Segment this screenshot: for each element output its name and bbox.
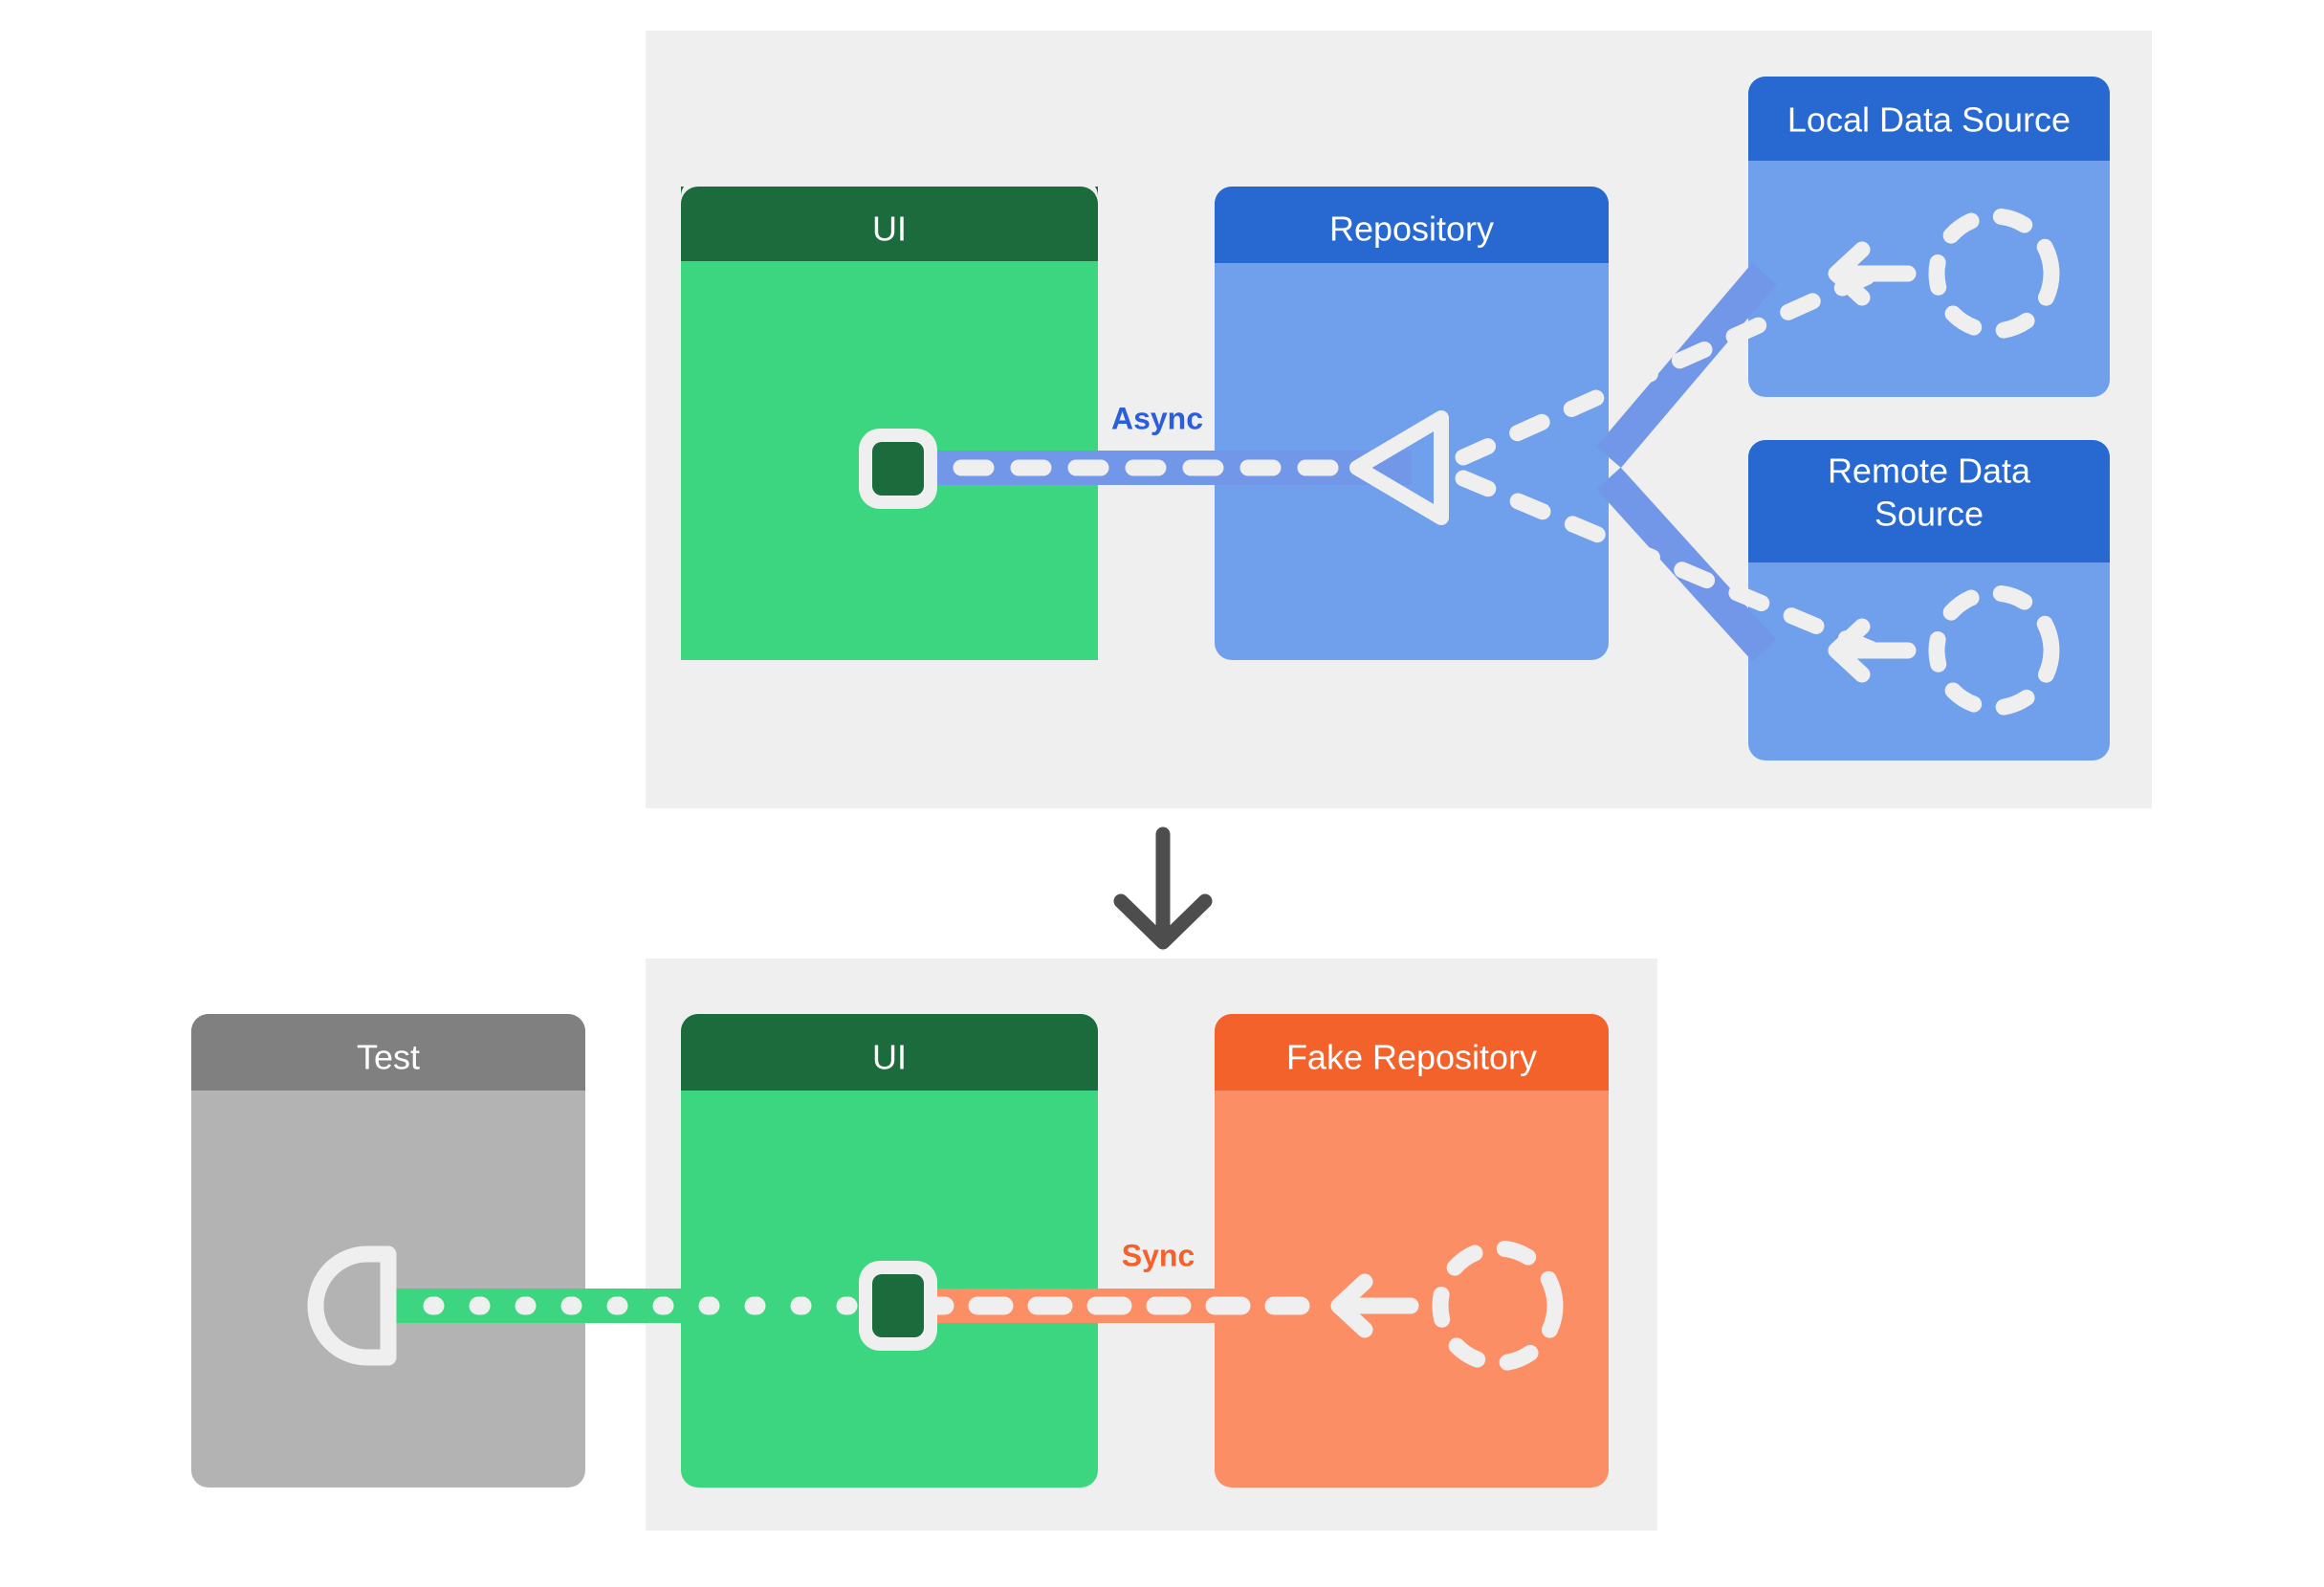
sync-label-backdrop (1105, 1229, 1210, 1283)
production-architecture-panel: UI Repository Local Data Source Remote D… (646, 31, 2152, 808)
async-label-backdrop (1100, 390, 1215, 446)
dashed-circle-icon-local (1928, 208, 2060, 340)
arrow-left-icon-remote (1828, 618, 1917, 683)
card-remote-title-line1: Remote Data (1828, 452, 2031, 491)
card-repository-header-bg (1215, 187, 1609, 263)
connector-repository-to-local-dashes (1455, 265, 1883, 466)
test-architecture-panel: Test UI Fake Repository (191, 959, 1657, 1531)
remote-data-source-icons (1828, 584, 2060, 716)
dashed-circle-icon-remote (1928, 584, 2060, 716)
card-test-title: Test (357, 1038, 420, 1077)
flow-arrow-shape (1113, 827, 1213, 950)
card-fake-repository-title: Fake Repository (1286, 1038, 1537, 1077)
card-ui-test-body-bg (681, 1014, 1098, 1488)
socket-connector-shape (307, 1245, 397, 1366)
connector-repository-to-remote-dashes (1455, 470, 1883, 659)
card-ui-title: UI (872, 209, 907, 249)
card-fake-repository[interactable]: Fake Repository (1215, 1014, 1609, 1488)
card-local-data-source[interactable]: Local Data Source (1748, 77, 2110, 397)
card-ui-test-title: UI (872, 1038, 907, 1077)
connection-label-sync: Sync (1122, 1238, 1195, 1272)
downward-flow-arrow (1113, 827, 1213, 950)
dashed-circle-icon-fake-repository (1432, 1240, 1564, 1372)
card-test-header-bg (191, 1014, 585, 1091)
square-connector-inner (872, 442, 924, 496)
card-remote-header-bg (1748, 440, 2110, 562)
card-remote-title-line2: Source (1875, 495, 1984, 534)
local-data-source-icons (1828, 208, 2060, 340)
square-connector-test-inner (872, 1274, 924, 1337)
card-ui-header-fill (681, 187, 1098, 261)
connection-label-async: Async (1111, 401, 1203, 435)
arrow-left-icon-fake-repository (1330, 1273, 1419, 1338)
arrow-left-icon-local (1828, 241, 1917, 306)
fake-repository-icons (1330, 1240, 1564, 1372)
card-repository[interactable]: Repository (1215, 187, 1609, 660)
square-connector-icon-test (859, 1261, 937, 1351)
card-repository-body-bg (1215, 187, 1609, 660)
card-remote-data-source[interactable]: Remote Data Source (1748, 440, 2110, 760)
card-ui-test[interactable]: UI (681, 1014, 1098, 1488)
card-local-title: Local Data Source (1787, 100, 2071, 140)
socket-connector-icon (307, 1245, 397, 1366)
card-ui-production[interactable]: UI (681, 179, 1098, 660)
card-ui-test-header-bg (681, 1014, 1098, 1091)
square-connector-icon-production (859, 429, 937, 509)
card-repository-title: Repository (1329, 209, 1494, 249)
triangle-left-icon-repository (1349, 410, 1449, 525)
card-ui-corner-mask (681, 179, 1098, 204)
card-local-header-bg (1748, 77, 2110, 161)
card-ui-body-bottom (681, 574, 1098, 660)
card-fake-repository-header-bg (1215, 1014, 1609, 1091)
